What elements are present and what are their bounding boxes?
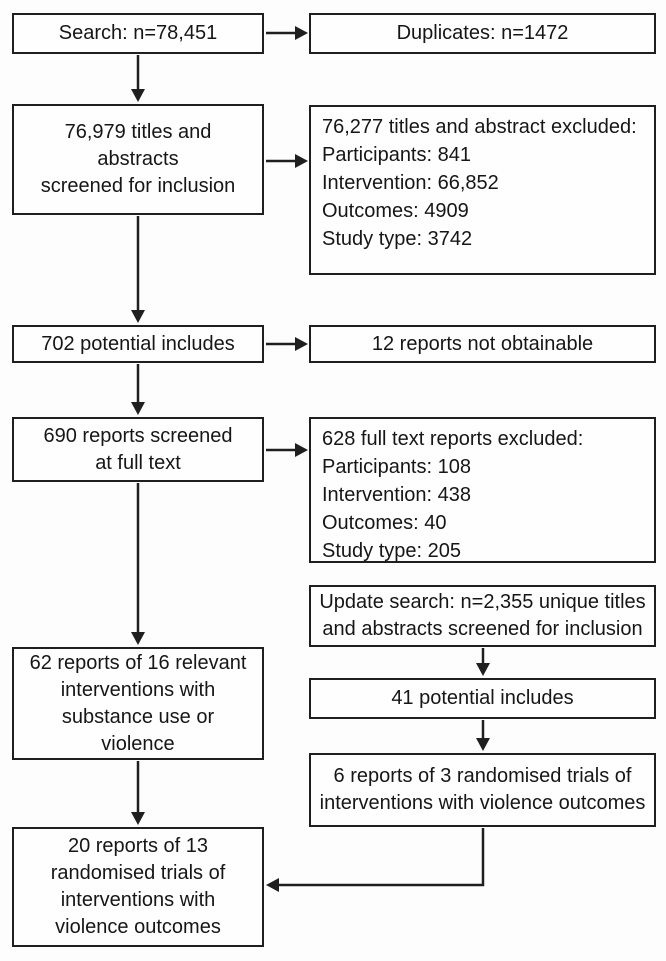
arrow-relevant-to-final xyxy=(131,761,145,825)
box-relevant-intervention-reports: 62 reports of 16 relevant interventions … xyxy=(12,647,264,760)
arrow-potential-to-not-obtainable xyxy=(266,337,308,351)
arrow-search-to-titles-screened xyxy=(131,55,145,102)
box-update-search: Update search: n=2,355 unique titles and… xyxy=(309,585,656,647)
arrow-update-trials-to-final xyxy=(266,828,485,892)
box-reports-not-obtainable: 12 reports not obtainable xyxy=(309,325,656,363)
box-titles-abstracts-screened: 76,979 titles and abstracts screened for… xyxy=(12,104,264,215)
arrow-potential-to-fulltext xyxy=(131,364,145,415)
box-potential-includes: 702 potential includes xyxy=(12,325,264,363)
arrow-fulltext-to-excluded xyxy=(266,443,308,457)
box-final-included-trials: 20 reports of 13 randomised trials of in… xyxy=(12,827,264,947)
box-duplicates: Duplicates: n=1472 xyxy=(309,13,656,54)
arrow-update-search-to-includes xyxy=(476,648,490,676)
box-fulltext-excluded: 628 full text reports excluded: Particip… xyxy=(309,417,656,563)
box-search-total: Search: n=78,451 xyxy=(12,13,264,54)
box-fulltext-screened: 690 reports screened at full text xyxy=(12,417,264,482)
box-update-potential-includes: 41 potential includes xyxy=(309,678,656,719)
box-titles-abstracts-excluded: 76,277 titles and abstract excluded: Par… xyxy=(309,105,656,275)
arrow-search-to-duplicates xyxy=(266,26,308,40)
arrow-fulltext-to-relevant xyxy=(131,483,145,645)
arrow-includes-to-update-trials xyxy=(476,720,490,751)
arrow-titles-screened-to-excluded xyxy=(266,154,308,168)
arrow-titles-screened-to-potential xyxy=(131,216,145,323)
box-update-randomised-trials: 6 reports of 3 randomised trials of inte… xyxy=(309,753,656,827)
